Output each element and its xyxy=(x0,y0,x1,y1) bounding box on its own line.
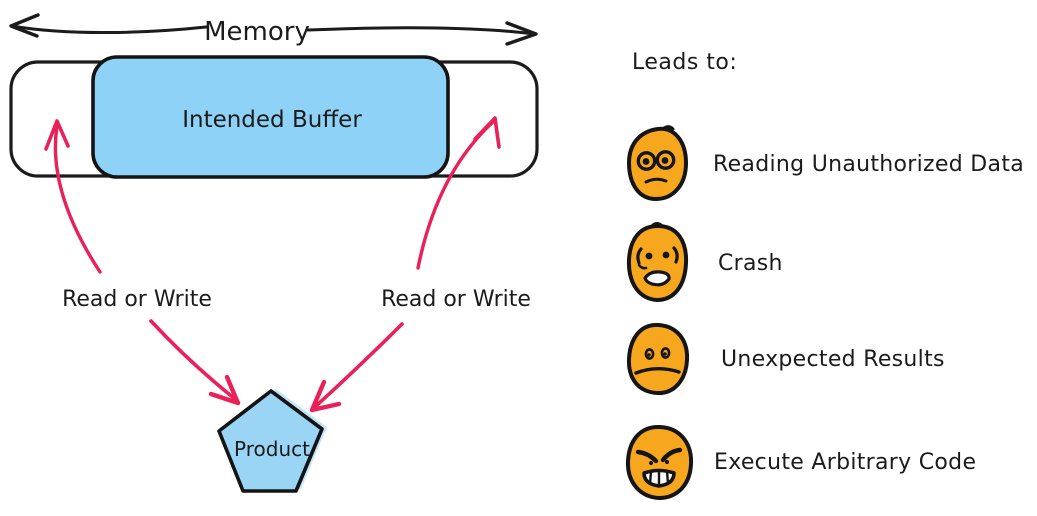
intended-buffer-label: Intended Buffer xyxy=(182,107,362,133)
right-out-of-bounds-arrow xyxy=(416,116,501,270)
outcome-label: Unexpected Results xyxy=(721,346,945,372)
read-or-write-label-right: Read or Write xyxy=(381,287,531,312)
product-pentagon: Product xyxy=(217,389,327,493)
left-oob-arrow-shaft xyxy=(53,124,102,274)
outcome-row-crash: Crash xyxy=(622,222,783,304)
worried-face-icon xyxy=(626,222,689,303)
memory-arrow-right-head-icon xyxy=(505,21,538,46)
outcome-label: Crash xyxy=(718,250,783,276)
right-oob-arrow-head-icon xyxy=(473,116,501,149)
memory-diagram: Memory Intended Buffer Read or Write Rea… xyxy=(9,13,539,493)
product-pentagon-shape xyxy=(217,389,324,493)
memory-arrow-right-shaft xyxy=(306,26,536,36)
right-product-arrow xyxy=(309,322,404,413)
left-product-arrow-head-icon xyxy=(208,374,241,406)
memory-label: Memory xyxy=(204,17,310,47)
read-or-write-label-left: Read or Write xyxy=(62,287,212,312)
right-product-arrow-shaft xyxy=(314,322,404,408)
left-product-arrow-shaft xyxy=(149,319,237,401)
rolling-eyes-face-icon xyxy=(626,125,689,202)
memory-span-arrow: Memory xyxy=(9,13,538,47)
angry-face-icon xyxy=(625,424,694,500)
memory-arrow-left-head-icon xyxy=(9,13,40,38)
leads-to-heading: Leads to: xyxy=(632,50,738,75)
product-label: Product xyxy=(234,437,310,461)
outcome-row-reading-unauthorized-data: Reading Unauthorized Data xyxy=(622,124,1024,204)
sad-face-icon xyxy=(626,323,690,396)
memory-arrow-left-shaft xyxy=(10,24,208,34)
intended-buffer-box xyxy=(91,55,450,179)
right-product-arrow-head-icon xyxy=(309,379,342,413)
left-product-arrow xyxy=(149,319,241,406)
outcome-row-execute-arbitrary-code: Execute Arbitrary Code xyxy=(622,424,976,500)
outcome-label: Reading Unauthorized Data xyxy=(713,151,1025,177)
outcome-row-unexpected-results: Unexpected Results xyxy=(622,321,945,397)
left-oob-arrow-head-icon xyxy=(44,119,70,151)
outcome-label: Execute Arbitrary Code xyxy=(714,449,977,475)
left-out-of-bounds-arrow xyxy=(44,119,102,274)
